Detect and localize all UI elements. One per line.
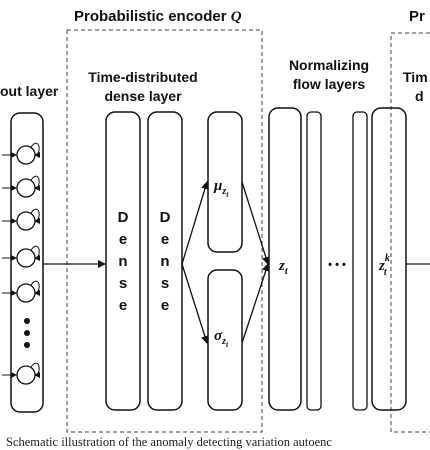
svg-text:n: n [160, 253, 169, 270]
svg-text:D: D [160, 209, 171, 226]
input-node [2, 175, 41, 198]
encoder-header: Probabilistic encoder Q [74, 8, 242, 25]
dense-box-1 [105, 111, 141, 411]
svg-text:e: e [119, 297, 127, 314]
normalizing-label-2: flow layers [293, 76, 366, 92]
vertical-ellipsis-dot [24, 318, 30, 324]
dense-label-1: D e n s e [118, 209, 129, 314]
mu-to-z-arrow [241, 181, 270, 265]
svg-text:e: e [119, 231, 127, 248]
vertical-ellipsis-dot [24, 342, 30, 348]
right-dashed-boundary [390, 32, 430, 433]
sigma-label: σzt [214, 328, 229, 349]
dense-box-2 [147, 111, 183, 411]
svg-text:s: s [119, 275, 127, 292]
right-header-partial: Pr [409, 8, 425, 25]
z-label: zt [278, 258, 289, 277]
input-node [2, 280, 41, 303]
time-distributed-label-2: dense layer [104, 88, 182, 104]
input-node [2, 362, 41, 385]
dense-to-mu-arrow [181, 181, 209, 265]
flow-box-z [268, 107, 302, 411]
sigma-to-z-arrow [241, 263, 270, 344]
normalizing-label-1: Normalizing [289, 57, 369, 73]
input-nodes [2, 142, 41, 385]
encoder-symbol: Q [231, 9, 242, 25]
svg-text:e: e [161, 231, 169, 248]
figure-caption: Schematic illustration of the anomaly de… [6, 435, 332, 449]
vertical-ellipsis-dot [24, 330, 30, 336]
horizontal-ellipsis: • • • [328, 259, 346, 271]
flow-box-zk [371, 107, 407, 411]
dense-to-sigma-arrow [181, 263, 209, 344]
input-node [2, 142, 41, 165]
time-distributed-label-1: Time-distributed [88, 69, 197, 85]
flow-box-thin-1 [306, 111, 322, 411]
encoder-dashed-boundary [66, 29, 263, 433]
svg-text:s: s [161, 275, 169, 292]
dense-label-2: D e n s e [160, 209, 171, 314]
right-label-partial-2: d [415, 88, 424, 104]
svg-text:e: e [161, 297, 169, 314]
svg-text:D: D [118, 209, 129, 226]
mu-label: μzt [213, 178, 229, 199]
flow-box-thin-2 [352, 111, 368, 411]
input-node [2, 208, 41, 231]
right-label-partial-1: Tim [403, 69, 428, 85]
svg-text:n: n [118, 253, 127, 270]
input-layer-label: out layer [0, 83, 59, 99]
input-node [2, 245, 41, 268]
input-layer-box [10, 112, 44, 413]
